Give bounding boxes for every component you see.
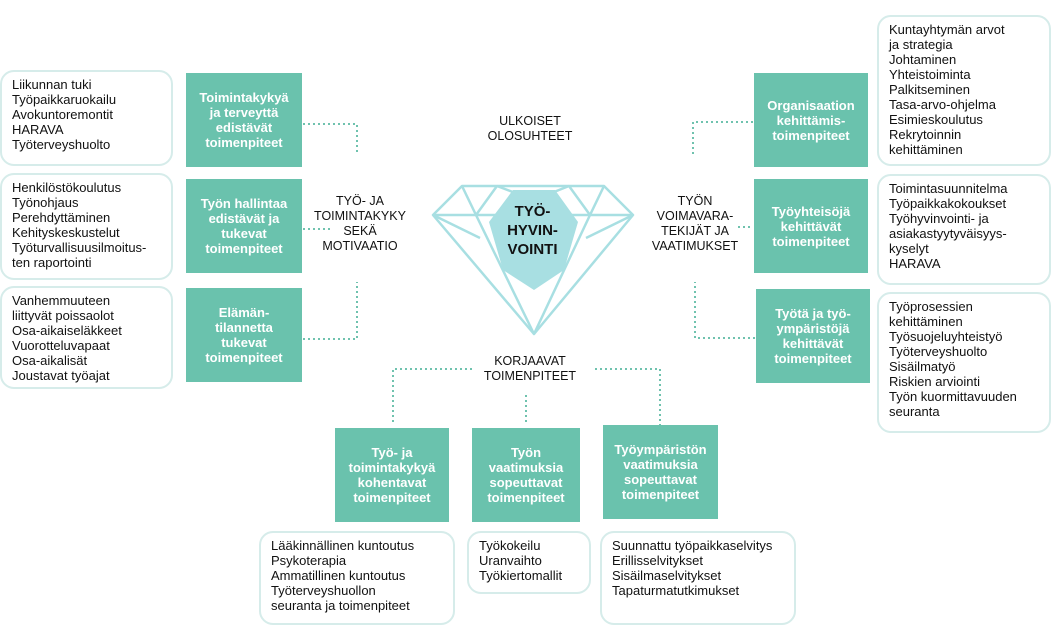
list-item: Osa-aikaiseläkkeet — [12, 323, 122, 338]
action-title: Työ- ja toimintakykyä kohentavat toimenp… — [348, 445, 436, 505]
list-item: Uranvaihto — [479, 553, 542, 568]
connector-bottom-right — [595, 368, 661, 425]
list-item: Tasa-arvo-ohjelma — [889, 97, 996, 112]
center-title: TYÖ- HYVIN- VOINTI — [507, 203, 558, 258]
list-item: Työturvallisuusilmoitus- ten raportointi — [12, 240, 147, 270]
list-item: Henkilöstökoulutus — [12, 180, 122, 195]
left-list-1: Liikunnan tuki Työpaikkaruokailu Avokunt… — [0, 70, 173, 166]
right-list-1: Kuntayhtymän arvot ja strategia Johtamin… — [877, 15, 1051, 166]
list-item: Avokuntoremontit — [12, 107, 113, 122]
label-outer-conditions: ULKOISET OLOSUHTEET — [487, 114, 573, 143]
list-item: Työterveyshuolto — [12, 137, 111, 152]
list-item: Toimintasuunnitelma — [889, 181, 1008, 196]
list-item: Riskien arviointi — [889, 374, 981, 389]
list-item: Työnohjaus — [12, 195, 79, 210]
list-item: Rekrytoinnin kehittäminen — [889, 127, 963, 157]
list-item: Esimieskoulutus — [889, 112, 983, 127]
list-item: Palkitseminen — [889, 82, 970, 97]
left-action-3: Elämän- tilannetta tukevat toimenpiteet — [186, 288, 302, 382]
action-title: Työn vaatimuksia sopeuttavat toimenpitee… — [487, 445, 565, 505]
bottom-action-2: Työn vaatimuksia sopeuttavat toimenpitee… — [472, 428, 580, 522]
list-item: Työhyvinvointi- ja asiakastyytyväisyys- … — [889, 211, 1007, 256]
list-item: Kuntayhtymän arvot ja strategia — [889, 22, 1005, 52]
label-work-resources: TYÖN VOIMAVARA- TEKIJÄT JA VAATIMUKSET — [651, 194, 739, 253]
list-item: Liikunnan tuki — [12, 77, 92, 92]
list-item: Suunnattu työpaikkaselvitys — [612, 538, 773, 553]
list-item: HARAVA — [889, 256, 941, 271]
list-item: Sisäilmaselvitykset — [612, 568, 722, 583]
list-item: Erillisselvitykset — [612, 553, 704, 568]
list-item: Työpaikkakokoukset — [889, 196, 1007, 211]
connector-right-top — [692, 121, 753, 155]
list-item: Tapaturmatutkimukset — [612, 583, 740, 598]
list-item: Osa-aikalisät — [12, 353, 88, 368]
list-item: Työprosessien kehittäminen — [889, 299, 973, 329]
list-item: Ammatillinen kuntoutus — [271, 568, 406, 583]
bottom-list-2: Työkokeilu Uranvaihto Työkiertomallit — [467, 531, 591, 594]
connector-left-bottom — [303, 282, 358, 340]
list-item: Lääkinnällinen kuntoutus — [271, 538, 415, 553]
list-item: Vuorotteluvapaat — [12, 338, 110, 353]
right-action-1: Organisaation kehittämis- toimenpiteet — [754, 73, 868, 167]
right-list-2: Toimintasuunnitelma Työpaikkakokoukset T… — [877, 174, 1051, 285]
bottom-action-1: Työ- ja toimintakykyä kohentavat toimenp… — [335, 428, 449, 522]
action-title: Työn hallintaa edistävät ja tukevat toim… — [200, 196, 288, 256]
list-item: Kehityskeskustelut — [12, 225, 120, 240]
list-item: Työterveyshuolto — [889, 344, 988, 359]
label-work-ability: TYÖ- JA TOIMINTAKYKY SEKÄ MOTIVAATIO — [314, 194, 406, 253]
label-corrective: KORJAAVAT TOIMENPITEET — [483, 354, 577, 383]
list-item: Vanhemmuuteen liittyvät poissaolot — [12, 293, 114, 323]
list-item: Joustavat työajat — [12, 368, 110, 383]
action-title: Toimintakykyä ja terveyttä edistävät toi… — [199, 90, 289, 150]
list-item: HARAVA — [12, 122, 64, 137]
left-action-2: Työn hallintaa edistävät ja tukevat toim… — [186, 179, 302, 273]
bottom-action-3: Työympäristön vaatimuksia sopeuttavat to… — [603, 425, 718, 519]
connector-right-bottom — [694, 282, 755, 339]
bottom-list-3: Suunnattu työpaikkaselvitys Erillisselvi… — [600, 531, 796, 625]
left-action-1: Toimintakykyä ja terveyttä edistävät toi… — [186, 73, 302, 167]
list-item: Perehdyttäminen — [12, 210, 111, 225]
diamond-center-fill — [489, 190, 578, 290]
bottom-list-1: Lääkinnällinen kuntoutus Psykoterapia Am… — [259, 531, 455, 625]
list-item: Työkokeilu — [479, 538, 541, 553]
list-item: Yhteistoiminta — [889, 67, 971, 82]
list-item: Työpaikkaruokailu — [12, 92, 117, 107]
left-list-2: Henkilöstökoulutus Työnohjaus Perehdyttä… — [0, 173, 173, 280]
right-list-3: Työprosessien kehittäminen Työsuojeluyht… — [877, 292, 1051, 433]
left-list-3: Vanhemmuuteen liittyvät poissaolot Osa-a… — [0, 286, 173, 389]
list-item: Psykoterapia — [271, 553, 347, 568]
list-item: Työkiertomallit — [479, 568, 563, 583]
action-title: Organisaation kehittämis- toimenpiteet — [767, 97, 855, 143]
action-title: Työympäristön vaatimuksia sopeuttavat to… — [614, 442, 707, 502]
action-title: Työtä ja työ- ympäristöjä kehittävät toi… — [774, 306, 852, 366]
right-action-2: Työyhteisöjä kehittävät toimenpiteet — [754, 179, 868, 273]
list-item: Työterveyshuollon seuranta ja toimenpite… — [271, 583, 410, 613]
list-item: Työsuojeluyhteistyö — [889, 329, 1003, 344]
connector-bottom-left — [392, 368, 472, 425]
list-item: Johtaminen — [889, 52, 957, 67]
list-item: Sisäilmatyö — [889, 359, 956, 374]
right-action-3: Työtä ja työ- ympäristöjä kehittävät toi… — [756, 289, 870, 383]
action-title: Työyhteisöjä kehittävät toimenpiteet — [771, 203, 851, 249]
diamond-icon — [431, 184, 635, 336]
list-item: Työn kuormittavuuden seuranta — [889, 389, 1017, 419]
action-title: Elämän- tilannetta tukevat toimenpiteet — [205, 305, 283, 365]
